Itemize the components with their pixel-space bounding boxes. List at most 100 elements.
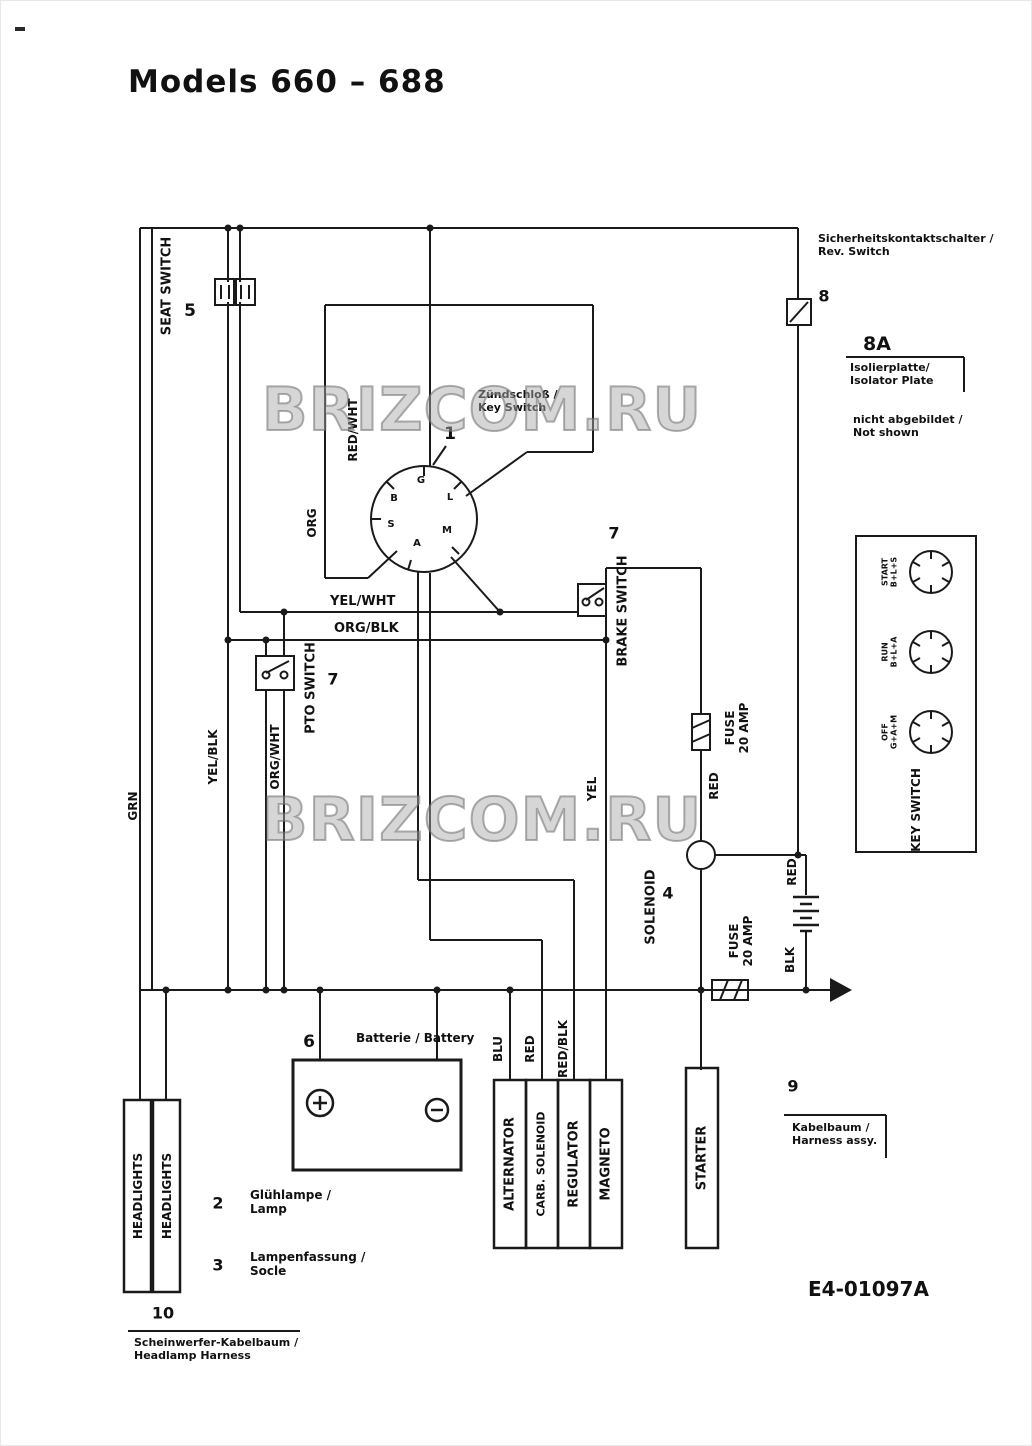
lamp-caption-de: Glühlampe / <box>250 1188 332 1202</box>
wire-label-red-carb: RED <box>522 1035 537 1063</box>
fuse-lower-line1: FUSE <box>726 923 741 959</box>
key-chart-row-run: RUN B+L+A <box>881 637 900 668</box>
harness-caption-de: Kabelbaum / <box>792 1121 870 1134</box>
wire-label-red-battery: RED <box>784 858 799 886</box>
lamp-number: 2 <box>212 1193 224 1213</box>
terminal-m: M <box>442 525 452 537</box>
fuse-upper-symbol <box>691 713 711 751</box>
socket-caption-de: Lampenfassung / <box>250 1250 366 1264</box>
isolator-plate-caption: Isolierplatte/ Isolator Plate <box>850 361 934 388</box>
isolator-plate-note-en: Not shown <box>853 425 919 439</box>
pto-switch-symbol <box>255 655 295 691</box>
harness-caption-en: Harness assy. <box>792 1133 878 1147</box>
key-switch-caption-en: Key Switch <box>478 400 547 414</box>
headlamp-harness-caption-en: Headlamp Harness <box>134 1348 251 1362</box>
document-number: E4-01097A <box>808 1277 929 1301</box>
headlight-left-label: HEADLIGHTS <box>130 1152 145 1240</box>
fuse-lower-line2: 20 AMP <box>741 915 755 967</box>
ground-arrow-symbol <box>830 978 852 1002</box>
terminal-a: A <box>413 538 421 550</box>
brake-switch-number: 7 <box>608 523 620 543</box>
socket-number: 3 <box>212 1255 224 1275</box>
wire-label-red-wht: RED/WHT <box>345 398 360 462</box>
starter-box <box>684 1066 720 1250</box>
wire-label-org-wht: ORG/WHT <box>267 724 282 790</box>
lamp-caption-en: Lamp <box>250 1202 287 1217</box>
fuse-lower-symbol <box>711 979 749 1001</box>
battery-number: 6 <box>303 1031 315 1052</box>
wire-label-org-blk: ORG/BLK <box>334 621 399 636</box>
pto-switch-number: 7 <box>327 669 339 689</box>
scan-artifact-dash <box>15 27 25 31</box>
brake-switch-label: BRAKE SWITCH <box>615 555 631 667</box>
key-switch-number: 1 <box>444 423 456 444</box>
starter-label: STARTER <box>694 1125 710 1191</box>
wire-label-org: ORG <box>304 508 319 538</box>
isolator-plate-number: 8A <box>863 332 891 355</box>
seat-switch-connector-symbol <box>214 278 256 306</box>
fuse-upper-label: FUSE 20 AMP <box>723 703 751 754</box>
lamp-caption: Glühlampe / Lamp <box>250 1188 331 1216</box>
fuse-lower-label: FUSE 20 AMP <box>727 916 755 967</box>
page-title: Models 660 – 688 <box>128 64 446 100</box>
fuse-upper-line2: 20 AMP <box>737 702 751 754</box>
junction-dots <box>162 224 810 994</box>
socket-caption: Lampenfassung / Socle <box>250 1250 365 1278</box>
wire-label-red-blk: RED/BLK <box>555 1020 570 1078</box>
key-chart-run-terminals: B+L+A <box>890 636 899 668</box>
engine-component-boxes <box>492 1078 624 1250</box>
key-position-chart-symbol <box>855 535 977 853</box>
headlamp-harness-number: 10 <box>151 1303 175 1323</box>
rev-switch-caption-en: Rev. Switch <box>818 244 890 258</box>
rev-switch-caption: Sicherheitskontaktschalter / Rev. Switch <box>818 232 994 259</box>
pto-switch-label: PTO SWITCH <box>303 642 319 734</box>
rev-switch-number: 8 <box>818 286 830 306</box>
headlight-boxes <box>122 1098 182 1294</box>
wire-label-blu: BLU <box>490 1035 505 1063</box>
key-chart-row-start: START B+L+S <box>881 557 900 587</box>
wire-segments <box>139 227 832 1100</box>
carb-solenoid-label: CARB. SOLENOID <box>534 1111 548 1217</box>
key-chart-label: KEY SWITCH <box>908 768 923 852</box>
terminal-b: B <box>390 493 398 505</box>
isolator-plate-caption-de: Isolierplatte/ <box>850 361 930 374</box>
key-chart-run-name: RUN <box>880 642 890 662</box>
wire-label-red-fuse: RED <box>706 772 721 800</box>
headlamp-harness-caption: Scheinwerfer-Kabelbaum / Headlamp Harnes… <box>134 1336 299 1363</box>
battery-cells-symbol <box>793 895 819 933</box>
socket-caption-en: Socle <box>250 1264 287 1279</box>
headlamp-harness-caption-de: Scheinwerfer-Kabelbaum / <box>134 1336 299 1349</box>
seat-switch-label: SEAT SWITCH <box>159 236 175 336</box>
fuse-upper-line1: FUSE <box>722 710 737 746</box>
wire-label-blk: BLK <box>782 946 797 974</box>
key-chart-row-off: OFF G+A+M <box>881 715 900 749</box>
alternator-label: ALTERNATOR <box>502 1117 518 1211</box>
headlight-right-label: HEADLIGHTS <box>159 1152 174 1240</box>
regulator-label: REGULATOR <box>566 1120 582 1208</box>
key-switch-symbol <box>370 465 478 573</box>
key-chart-start-terminals: B+L+S <box>890 556 899 588</box>
harness-caption: Kabelbaum / Harness assy. <box>792 1121 878 1148</box>
battery-symbol <box>291 1058 463 1172</box>
terminal-l: L <box>446 492 454 504</box>
key-chart-off-name: OFF <box>880 723 890 741</box>
key-switch-caption: Zündschloß / Key Switch <box>478 388 558 415</box>
magneto-label: MAGNETO <box>598 1127 614 1201</box>
rev-switch-symbol <box>786 298 812 326</box>
seat-switch-number: 5 <box>184 300 196 321</box>
rev-switch-caption-de: Sicherheitskontaktschalter / <box>818 232 994 245</box>
isolator-plate-caption-en: Isolator Plate <box>850 373 934 387</box>
wire-label-yel: YEL <box>584 776 599 802</box>
terminal-s: S <box>387 519 395 531</box>
isolator-plate-note-de: nicht abgebildet / <box>853 413 963 426</box>
wire-label-grn: GRN <box>125 791 140 821</box>
key-chart-off-terminals: G+A+M <box>890 714 899 750</box>
solenoid-label: SOLENOID <box>643 869 659 945</box>
key-switch-caption-de: Zündschloß / <box>478 388 558 401</box>
battery-caption: Batterie / Battery <box>356 1031 475 1045</box>
wire-label-yel-blk: YEL/BLK <box>205 729 220 785</box>
key-chart-start-name: START <box>880 557 890 587</box>
callout-brackets <box>128 356 965 1332</box>
